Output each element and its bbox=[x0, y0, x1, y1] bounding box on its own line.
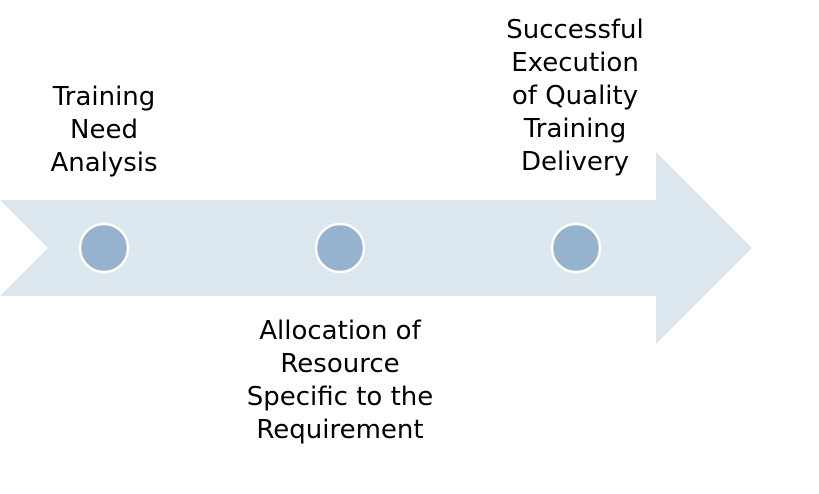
step-label-successful-execution: Successful Execution of Quality Training… bbox=[480, 14, 670, 179]
step-label-line: Requirement bbox=[256, 415, 424, 445]
timeline-node-1 bbox=[78, 222, 130, 274]
step-label-line: Successful bbox=[506, 15, 644, 45]
timeline-node-3 bbox=[550, 222, 602, 274]
step-label-line: of Quality bbox=[511, 81, 639, 111]
timeline-arrow bbox=[0, 152, 752, 344]
step-label-line: Analysis bbox=[50, 148, 158, 178]
step-label-line: Need bbox=[70, 115, 138, 145]
timeline-node-2 bbox=[314, 222, 366, 274]
step-label-line: Training bbox=[52, 82, 156, 112]
step-label-line: Resource bbox=[280, 349, 400, 379]
step-label-training-need-analysis: Training Need Analysis bbox=[24, 81, 184, 180]
step-label-line: Specific to the bbox=[246, 382, 434, 412]
step-label-line: Allocation of bbox=[259, 316, 421, 346]
step-label-line: Training bbox=[523, 114, 627, 144]
step-label-line: Execution bbox=[511, 48, 639, 78]
step-label-allocation-of-resource: Allocation of Resource Specific to the R… bbox=[220, 315, 460, 447]
step-label-line: Delivery bbox=[521, 147, 629, 177]
